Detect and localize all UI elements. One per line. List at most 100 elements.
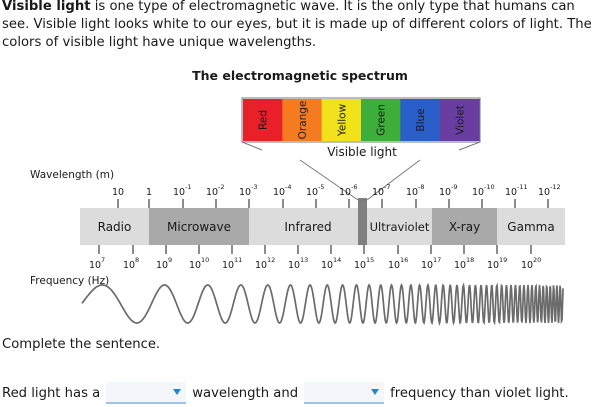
wavelength-tick-label: 10 xyxy=(505,187,517,198)
band-x-ray xyxy=(432,208,497,245)
visible-light-colors: Red Orange Yellow Green Blue Violet xyxy=(243,99,480,141)
frequency-tick-label: 10 xyxy=(288,260,300,271)
band-label-gamma: Gamma xyxy=(507,220,554,234)
frequency-tick-label: 10 xyxy=(421,260,433,271)
wavelength-tick-exponent: -10 xyxy=(484,183,495,191)
wavelength-tick-exponent: -5 xyxy=(318,183,324,191)
frequency-tick-label: 10 xyxy=(388,260,400,271)
visible-color-green xyxy=(361,99,401,141)
frequency-tick-label: 10 xyxy=(487,260,499,271)
frequency-tick-exponent: 10 xyxy=(201,256,209,264)
frequency-tick-label: 10 xyxy=(156,260,168,271)
wavelength-tick-exponent: -1 xyxy=(185,183,191,191)
visible-color-label-orange: Orange xyxy=(297,101,309,140)
wavelength-tick-label: 10 xyxy=(112,187,124,198)
frequency-tick-exponent: 13 xyxy=(300,256,308,264)
figure-title: The electromagnetic spectrum xyxy=(192,68,408,83)
band-gamma xyxy=(497,208,565,245)
band-ultraviolet xyxy=(367,208,432,245)
frequency-tick-label: 10 xyxy=(222,260,234,271)
wavelength-tick-label: 1 xyxy=(146,187,152,198)
wavelength-tick-exponent: -2 xyxy=(218,183,224,191)
frequency-tick-label: 10 xyxy=(89,260,101,271)
frequency-label: Frequency (Hz) xyxy=(30,275,109,287)
wavelength-tick-exponent: -7 xyxy=(384,183,390,191)
frequency-tick-exponent: 17 xyxy=(433,256,441,264)
wavelength-tick-label: 10 xyxy=(273,187,285,198)
wavelength-tick-exponent: -8 xyxy=(418,183,424,191)
band-label-x-ray: X-ray xyxy=(449,220,480,234)
intro-term: Visible light xyxy=(2,0,91,14)
em-spectrum-figure: The electromagnetic spectrum Red Orange Ye… xyxy=(30,68,565,327)
frequency-tick-exponent: 18 xyxy=(466,256,474,264)
wavelength-tick-label: 10 xyxy=(173,187,185,198)
frequency-wave xyxy=(81,282,564,327)
frequency-tick-exponent: 14 xyxy=(333,256,341,264)
wavelength-tick-label: 10 xyxy=(306,187,318,198)
band-label-radio: Radio xyxy=(98,220,132,234)
band-label-ultraviolet: Ultraviolet xyxy=(370,220,430,234)
frequency-tick-label: 10 xyxy=(454,260,466,271)
visible-color-label-yellow: Yellow xyxy=(336,103,348,137)
wavelength-tick-label: 10 xyxy=(372,187,384,198)
chevron-down-icon xyxy=(173,389,182,395)
chevron-down-icon xyxy=(371,389,380,395)
band-label-microwave: Microwave xyxy=(167,220,231,234)
frequency-tick-label: 10 xyxy=(123,260,135,271)
question-prompt: Complete the sentence. xyxy=(2,337,161,352)
frequency-tick-label: 10 xyxy=(321,260,333,271)
wavelength-tick-label: 10 xyxy=(206,187,218,198)
visible-light-frame xyxy=(241,97,481,143)
frequency-tick-exponent: 16 xyxy=(400,256,408,264)
wavelength-tick-label: 10 xyxy=(439,187,451,198)
spectrum-bar: Radio Microwave Infrared Ultraviolet X-ray Ga… xyxy=(80,198,565,245)
band-radio xyxy=(80,208,149,245)
band-microwave xyxy=(149,208,249,245)
wavelength-label: Wavelength (m) xyxy=(30,169,114,181)
wavelength-tick-label: 10 xyxy=(472,187,484,198)
visible-color-violet xyxy=(439,99,480,141)
visible-light-band xyxy=(358,198,367,245)
frequency-tick-label: 10 xyxy=(354,260,366,271)
band-label-infrared: Infrared xyxy=(284,220,331,234)
visible-color-blue xyxy=(400,99,441,141)
frequency-tick-exponent: 7 xyxy=(101,256,105,264)
wavelength-tick-exponent: -11 xyxy=(517,183,528,191)
visible-color-label-red: Red xyxy=(258,110,270,130)
frequency-tick-exponent: 11 xyxy=(234,256,242,264)
frequency-tick-exponent: 9 xyxy=(168,256,172,264)
wavelength-tick-exponent: -9 xyxy=(451,183,457,191)
frequency-tick-label: 10 xyxy=(255,260,267,271)
visible-light-funnel xyxy=(299,159,421,201)
wavelength-comparison-dropdown[interactable] xyxy=(106,382,187,404)
frequency-tick-exponent: 8 xyxy=(135,256,139,264)
wavelength-tick-label: 10 xyxy=(339,187,351,198)
band-infrared xyxy=(249,208,367,245)
visible-color-label-blue: Blue xyxy=(415,108,427,131)
intro-text: is one type of electromagnetic wave. It … xyxy=(2,0,592,50)
sentence-part-3: frequency than violet light. xyxy=(390,385,569,401)
wavelength-tick-exponent: -3 xyxy=(251,183,257,191)
frequency-comparison-dropdown[interactable] xyxy=(304,382,385,404)
wavelength-tick-exponent: -6 xyxy=(351,183,357,191)
wavelength-tick-label: 10 xyxy=(538,187,550,198)
frequency-tick-label: 10 xyxy=(189,260,201,271)
visible-color-label-green: Green xyxy=(376,104,388,136)
frequency-tick-exponent: 19 xyxy=(499,256,507,264)
frequency-tick-label: 10 xyxy=(521,260,533,271)
visible-light-label: Visible light xyxy=(327,145,397,159)
visible-color-yellow xyxy=(321,99,362,141)
frequency-tick-exponent: 15 xyxy=(366,256,374,264)
intro-paragraph: Visible light is one type of electromagn… xyxy=(2,0,598,52)
visible-color-red xyxy=(243,99,283,141)
visible-color-label-violet: Violet xyxy=(454,105,466,135)
visible-light-funnel-top xyxy=(241,141,481,151)
sentence-part-2: wavelength and xyxy=(192,385,299,401)
wavelength-tick-exponent: -4 xyxy=(285,183,291,191)
visible-color-orange xyxy=(282,99,323,141)
sentence-part-1: Red light has a xyxy=(2,385,101,401)
question-sentence: Red light has a wavelength and frequency… xyxy=(2,382,569,404)
frequency-tick-exponent: 12 xyxy=(267,256,275,264)
